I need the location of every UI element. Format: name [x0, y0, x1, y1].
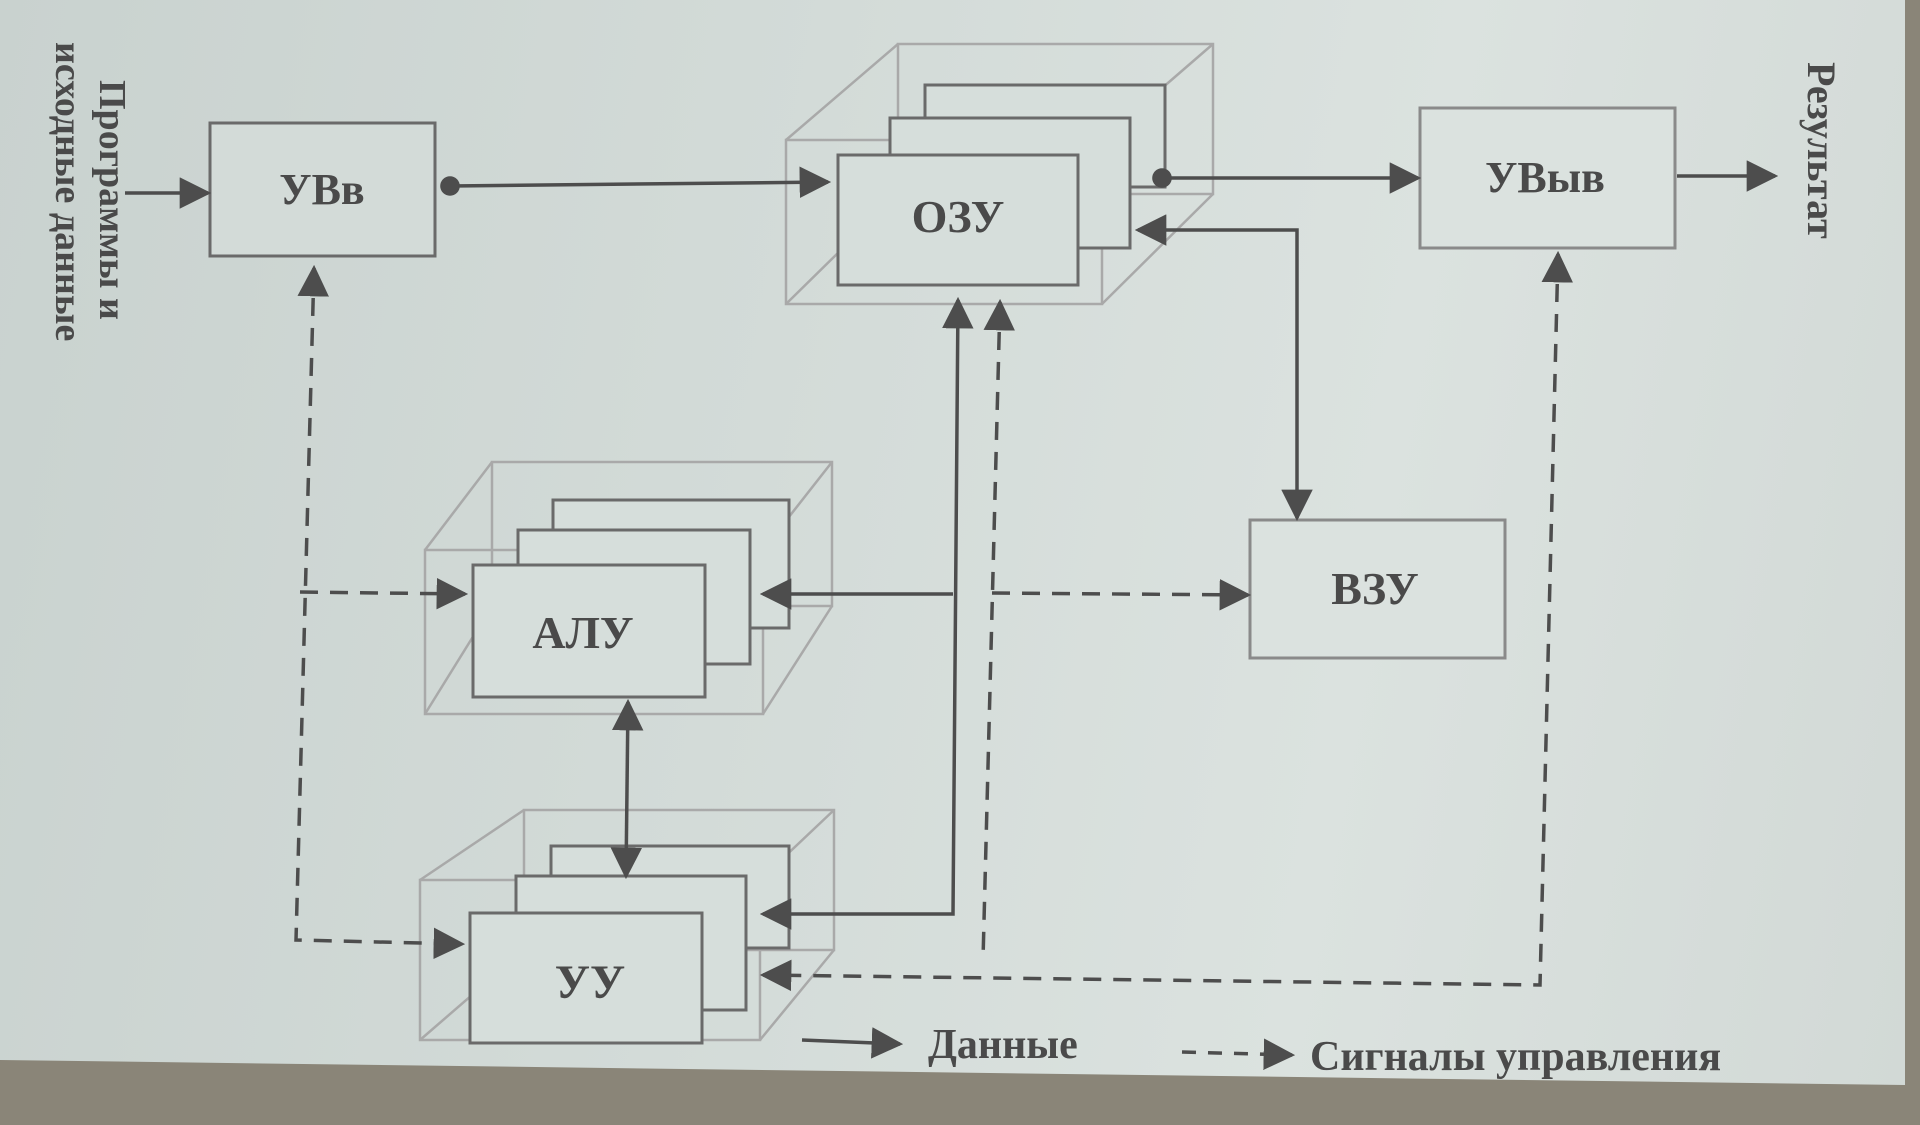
- legend-control-label: Сигналы управления: [1310, 1034, 1721, 1080]
- legend-data-line: [801, 1027, 904, 1059]
- uvyv-label: УВыв: [1485, 153, 1605, 202]
- alu-stack: [471, 498, 791, 699]
- ozu-label: ОЗУ: [912, 191, 1005, 242]
- legend-data-label: Данные: [928, 1022, 1078, 1068]
- data-lines: [125, 160, 1779, 930]
- control-to-alu-arrow: [299, 577, 469, 610]
- uu-label: УУ: [555, 956, 625, 1009]
- input-label-line1: Программы и: [91, 80, 133, 320]
- uvv-to-ozu-arrow: [440, 166, 832, 199]
- legend: Данные Сигналы управления: [801, 1022, 1721, 1080]
- ozu-control-line: [981, 298, 1016, 961]
- uu-stack: [468, 844, 791, 1045]
- uu-layer-1: [468, 911, 704, 1045]
- output-label: Результат: [1799, 62, 1844, 239]
- uvyv-control-line: [759, 250, 1574, 992]
- input-label-line2: исходные данные: [47, 42, 89, 341]
- uvv-label: УВв: [279, 165, 364, 214]
- alu-label: АЛУ: [532, 607, 633, 658]
- uvv-control-line: [294, 264, 466, 960]
- ozu-stack: [836, 83, 1167, 287]
- control-to-vzu-arrow: [991, 579, 1252, 611]
- control-lines: [294, 250, 1574, 992]
- legend-control-line: [1181, 1038, 1296, 1070]
- ozu-vzu-arrow: [1134, 214, 1313, 522]
- alu-uu-arrow: [610, 698, 644, 880]
- output-label-group: Результат: [1799, 62, 1844, 239]
- input-label-group: Программы и исходные данные: [47, 42, 133, 341]
- alu-layer-1: [471, 563, 707, 699]
- vzu-label: ВЗУ: [1331, 563, 1419, 614]
